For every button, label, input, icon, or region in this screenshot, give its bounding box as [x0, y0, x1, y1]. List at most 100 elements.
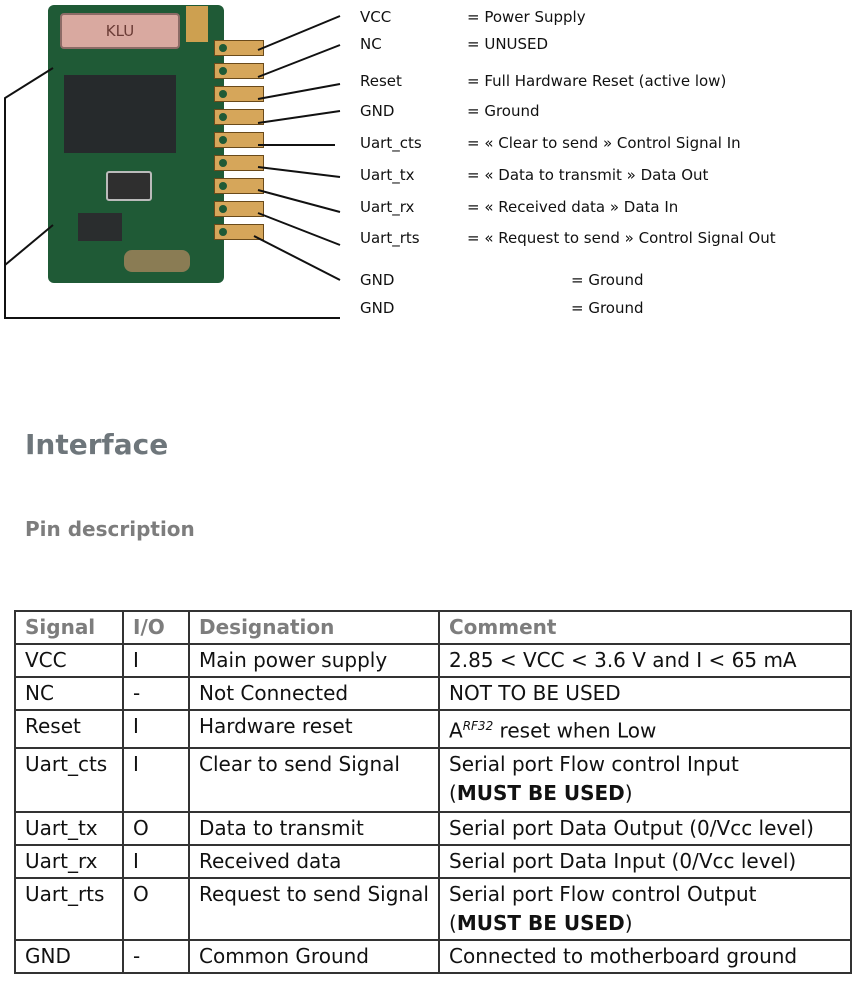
pad [214, 63, 264, 79]
comment-cell: 2.85 < VCC < 3.6 V and I < 65 mA [438, 643, 852, 678]
header-comment: Comment [438, 610, 852, 645]
comment-prefix: A [449, 718, 463, 743]
pin-label: VCC [360, 8, 392, 26]
table-row: Uart_rts O Request to send Signal Serial… [14, 876, 852, 941]
pin-description: = « Clear to send » Control Signal In [467, 134, 741, 152]
io-cell: I [122, 643, 190, 678]
pin-description: = Ground [467, 102, 540, 120]
rf-module-photo: KLU [48, 5, 224, 283]
table-row: NC - Not Connected NOT TO BE USED [14, 676, 852, 711]
table-row: Uart_tx O Data to transmit Serial port D… [14, 810, 852, 846]
comment-cell: ARF32 reset when Low [438, 709, 852, 749]
io-cell: O [122, 876, 190, 941]
leader-lines [4, 15, 341, 319]
pad [214, 155, 264, 171]
pin-label: GND [360, 102, 395, 120]
signal-cell: VCC [14, 643, 124, 678]
pin-label: NC [360, 35, 382, 53]
comment-cell: Serial port Data Input (0/Vcc level) [438, 843, 852, 879]
pin-description-table: Signal I/O Designation Comment VCC I Mai… [14, 610, 852, 974]
io-cell: - [122, 938, 190, 974]
header-signal: Signal [14, 610, 124, 645]
comment-text: Serial port Flow control Output [449, 881, 757, 906]
signal-cell: Uart_rx [14, 843, 124, 879]
leader-line [4, 67, 340, 319]
table-row: Uart_cts I Clear to send Signal Serial p… [14, 746, 852, 813]
leader-line [4, 224, 54, 266]
leader-line [253, 235, 341, 281]
pin-label: Reset [360, 72, 402, 90]
pin-description: = Full Hardware Reset (active low) [467, 72, 727, 90]
signal-cell: NC [14, 676, 124, 711]
comment-cell: Serial port Flow control Input(MUST BE U… [438, 746, 852, 813]
leader-line [257, 110, 341, 124]
comment-cell: Serial port Flow control Output (MUST BE … [438, 876, 852, 941]
leader-line [257, 83, 341, 100]
leader-line [257, 189, 341, 213]
designation-cell: Received data [188, 843, 440, 879]
secondary-chip [78, 213, 122, 241]
leader-line [257, 166, 341, 178]
pin-label: GND [360, 299, 395, 317]
table-row: VCC I Main power supply 2.85 < VCC < 3.6… [14, 643, 852, 678]
edge-pads [214, 40, 264, 250]
designation-cell: Main power supply [188, 643, 440, 678]
signal-cell: Uart_tx [14, 810, 124, 846]
module-pinout-figure: KLU VCC = Power Supply [0, 0, 855, 330]
signal-cell: Uart_cts [14, 746, 124, 813]
header-designation: Designation [188, 610, 440, 645]
pin-label: Uart_cts [360, 134, 422, 152]
paren: ( [449, 910, 457, 935]
main-chip [64, 75, 176, 153]
signal-cell: GND [14, 938, 124, 974]
pin-label: Uart_rts [360, 229, 420, 247]
comment-cell: NOT TO BE USED [438, 676, 852, 711]
leader-line [257, 212, 341, 246]
pad [214, 201, 264, 217]
pin-description: = « Data to transmit » Data Out [467, 166, 709, 184]
section-title: Interface [25, 428, 169, 461]
must-be-used-note: MUST BE USED [456, 780, 625, 805]
paren: ) [624, 910, 633, 935]
pin-label: Uart_tx [360, 166, 415, 184]
paren: ) [624, 780, 633, 805]
designation-cell: Request to send Signal [188, 876, 440, 941]
io-cell: - [122, 676, 190, 711]
comment-cell: Serial port Data Output (0/Vcc level) [438, 810, 852, 846]
designation-cell: Hardware reset [188, 709, 440, 749]
table-header-row: Signal I/O Designation Comment [14, 610, 852, 645]
pin-description: = « Request to send » Control Signal Out [467, 229, 776, 247]
pad [214, 109, 264, 125]
pin-description: = « Received data » Data In [467, 198, 679, 216]
table-row: Uart_rx I Received data Serial port Data… [14, 843, 852, 879]
signal-cell: Uart_rts [14, 876, 124, 941]
comment-cell: Connected to motherboard ground [438, 938, 852, 974]
signal-cell: Reset [14, 709, 124, 749]
rf-pad [186, 6, 208, 42]
superscript: RF32 [462, 719, 494, 733]
designation-cell: Clear to send Signal [188, 746, 440, 813]
pin-label: Uart_rx [360, 198, 415, 216]
pin-description: = Ground [571, 271, 644, 289]
antenna-component: KLU [60, 13, 180, 49]
must-be-used-note: MUST BE USED [456, 910, 625, 935]
designation-cell: Common Ground [188, 938, 440, 974]
pin-description: = UNUSED [467, 35, 549, 53]
designation-cell: Data to transmit [188, 810, 440, 846]
leader-line [257, 15, 341, 51]
io-cell: I [122, 746, 190, 813]
pad [214, 132, 264, 148]
pin-description: = Power Supply [467, 8, 586, 26]
io-cell: I [122, 709, 190, 749]
crystal-oscillator [124, 250, 190, 272]
table-row: Reset I Hardware reset ARF32 reset when … [14, 709, 852, 749]
leader-line [257, 44, 341, 78]
comment-text: reset when Low [493, 718, 657, 743]
pad [214, 224, 264, 240]
pad [214, 178, 264, 194]
crystal [106, 171, 152, 201]
subsection-title: Pin description [25, 517, 195, 541]
designation-cell: Not Connected [188, 676, 440, 711]
pin-description: = Ground [571, 299, 644, 317]
pin-label: GND [360, 271, 395, 289]
